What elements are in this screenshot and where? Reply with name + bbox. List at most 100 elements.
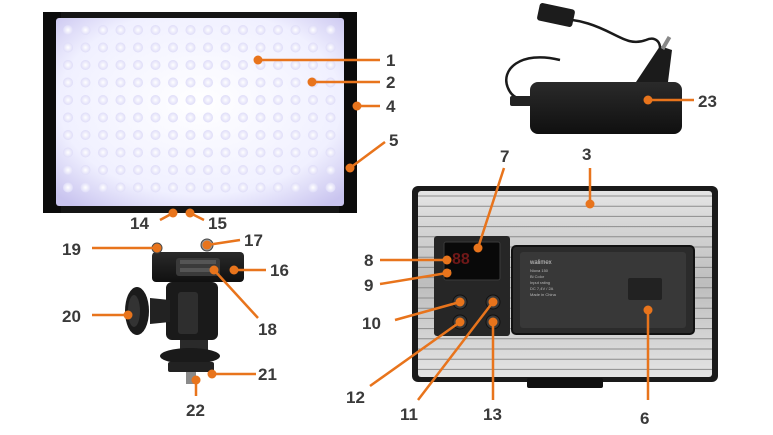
led-dot: [168, 42, 178, 53]
led-dot: [203, 25, 213, 35]
led-dot: [203, 165, 213, 175]
led-dot: [80, 77, 91, 88]
led-dot: [290, 25, 301, 35]
led-dot: [325, 147, 336, 158]
led-dot: [238, 165, 248, 175]
callout-dot-20: [123, 310, 133, 320]
led-dot: [308, 42, 318, 53]
led-dot: [238, 147, 248, 158]
led-panel-front: [43, 12, 357, 213]
callout-dot-10: [455, 297, 465, 307]
led-dot: [220, 95, 231, 105]
led-dot: [273, 95, 283, 105]
callout-dot-11: [488, 297, 498, 307]
led-dot: [98, 25, 108, 35]
led-dot: [115, 130, 126, 140]
led-dot: [220, 112, 231, 123]
led-dot: [185, 147, 196, 158]
callout-dot-16: [229, 265, 239, 275]
led-dot: [308, 130, 318, 140]
hot-shoe-foot: [168, 362, 214, 372]
led-dot: [150, 130, 161, 140]
led-dot: [255, 147, 266, 158]
led-dot: [150, 182, 161, 193]
diffuser-surface: [56, 18, 344, 206]
led-dot: [220, 25, 231, 35]
led-dot: [238, 130, 248, 140]
callout-line-11: [417, 301, 494, 401]
callout-number-10: 10: [362, 314, 381, 333]
led-dot: [80, 60, 91, 70]
led-dot: [308, 60, 318, 70]
callout-number-2: 2: [386, 73, 395, 92]
callout-number-12: 12: [346, 388, 365, 407]
led-dot: [273, 182, 283, 193]
led-dot: [325, 42, 336, 53]
callout-dot-5: [345, 163, 355, 173]
led-dot: [203, 147, 213, 158]
led-dot: [290, 165, 301, 175]
led-dot: [185, 95, 196, 105]
led-dot: [220, 130, 231, 140]
led-dot: [220, 77, 231, 88]
led-dot: [63, 182, 73, 193]
led-dot: [63, 42, 73, 53]
led-dot: [80, 165, 91, 175]
led-dot: [63, 95, 73, 105]
led-dot: [63, 25, 73, 35]
led-dot: [273, 147, 283, 158]
callout-number-20: 20: [62, 307, 81, 326]
led-dot: [115, 25, 126, 35]
adapter-prong: [660, 35, 672, 51]
callout-line-9: [379, 271, 448, 286]
callout-line-10: [394, 300, 461, 322]
led-dot: [63, 112, 73, 123]
led-dot: [220, 42, 231, 53]
led-dot: [273, 112, 283, 123]
callout-line-5: [349, 140, 386, 170]
led-dot: [255, 165, 266, 175]
callout-number-17: 17: [244, 231, 263, 250]
callout-number-18: 18: [258, 320, 277, 339]
led-dot: [203, 112, 213, 123]
callout-number-8: 8: [364, 251, 373, 270]
led-dot: [133, 42, 143, 53]
led-dot: [325, 25, 336, 35]
led-dot: [133, 182, 143, 193]
hot-shoe-screw: [186, 372, 196, 384]
led-dot: [150, 25, 161, 35]
led-dot: [220, 147, 231, 158]
led-dot: [185, 42, 196, 53]
led-dot: [80, 130, 91, 140]
callout-dot-18: [209, 265, 219, 275]
led-dot: [150, 112, 161, 123]
led-dot: [168, 95, 178, 105]
callout-number-14: 14: [130, 214, 149, 233]
led-dot: [98, 42, 108, 53]
led-dot: [220, 182, 231, 193]
power-adapter: [505, 3, 682, 134]
callout-line-12: [369, 320, 461, 388]
led-dot: [290, 95, 301, 105]
led-dot: [220, 165, 231, 175]
led-dot: [290, 147, 301, 158]
led-grid: [63, 25, 336, 193]
callout-number-7: 7: [500, 147, 509, 166]
led-dot: [168, 147, 178, 158]
led-dot: [63, 60, 73, 70]
callout-number-23: 23: [698, 92, 717, 111]
led-dot: [238, 60, 248, 70]
led-dot: [185, 25, 196, 35]
bottom-foot: [527, 378, 603, 388]
led-dot: [63, 165, 73, 175]
led-dot: [255, 77, 266, 88]
callout-number-9: 9: [364, 276, 373, 295]
callout-dot-6: [643, 305, 653, 315]
led-dot: [255, 42, 266, 53]
callout-line-18: [213, 269, 259, 319]
